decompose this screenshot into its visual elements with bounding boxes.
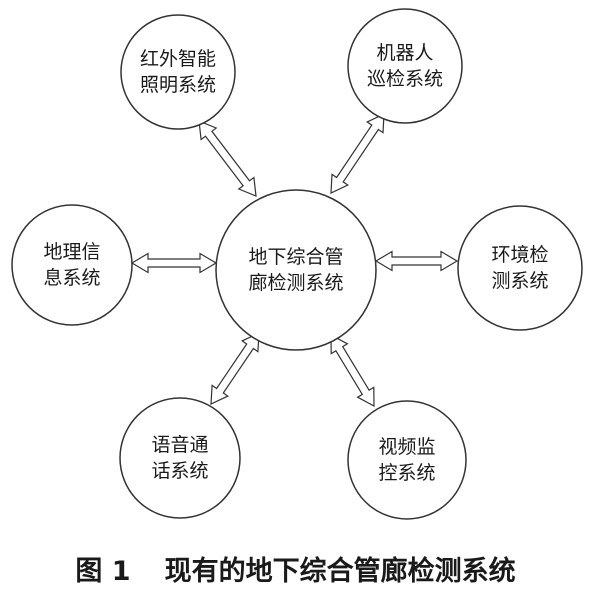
node-video-surveillance-label-line-1: 视频监	[378, 436, 435, 458]
figure-number: 图 1	[75, 556, 131, 587]
figure-title: 现有的地下综合管廊检测系统	[164, 556, 516, 587]
node-geo-info-label-line-2: 息系统	[43, 267, 100, 289]
arrow-video-surveillance	[330, 333, 375, 408]
arrow-robot-patrol	[330, 113, 385, 194]
node-infrared-lighting-circle	[120, 14, 236, 130]
system-diagram: 地下综合管廊检测系统红外智能照明系统机器人巡检系统地理信息系统环境检测系统语音通…	[11, 8, 583, 520]
node-video-surveillance-circle	[347, 400, 467, 520]
center-node-label-line-2: 廊检测系统	[248, 272, 343, 294]
node-voice-comm-label-line-1: 语音通	[151, 434, 208, 456]
node-infrared-lighting-label-line-2: 照明系统	[140, 74, 216, 96]
center-node: 地下综合管廊检测系统	[215, 189, 377, 351]
node-robot-patrol-label-line-2: 巡检系统	[367, 68, 443, 90]
figure-caption: 图 1 现有的地下综合管廊检测系统	[0, 548, 591, 596]
center-node-label-line-1: 地下综合管	[248, 246, 343, 268]
node-voice-comm-label-line-2: 话系统	[151, 460, 208, 482]
node-env-monitor-label-line-2: 测系统	[491, 270, 548, 292]
arrow-infrared-lighting	[198, 120, 257, 197]
node-robot-patrol-circle	[347, 8, 463, 124]
arrow-voice-comm	[210, 332, 260, 405]
node-video-surveillance-label-line-2: 控系统	[378, 462, 435, 484]
node-voice-comm-circle	[119, 397, 241, 519]
node-env-monitor-circle	[457, 205, 583, 331]
node-geo-info-circle	[11, 204, 133, 326]
arrow-env-monitor	[374, 250, 459, 272]
node-infrared-lighting-label-line-1: 红外智能	[140, 48, 216, 70]
node-robot-patrol-label-line-1: 机器人	[376, 42, 433, 64]
center-node-circle	[215, 189, 377, 351]
node-env-monitor-label-line-1: 环境检	[491, 244, 548, 266]
node-geo-info-label-line-1: 地理信	[43, 241, 100, 263]
arrow-geo-info	[130, 252, 218, 274]
